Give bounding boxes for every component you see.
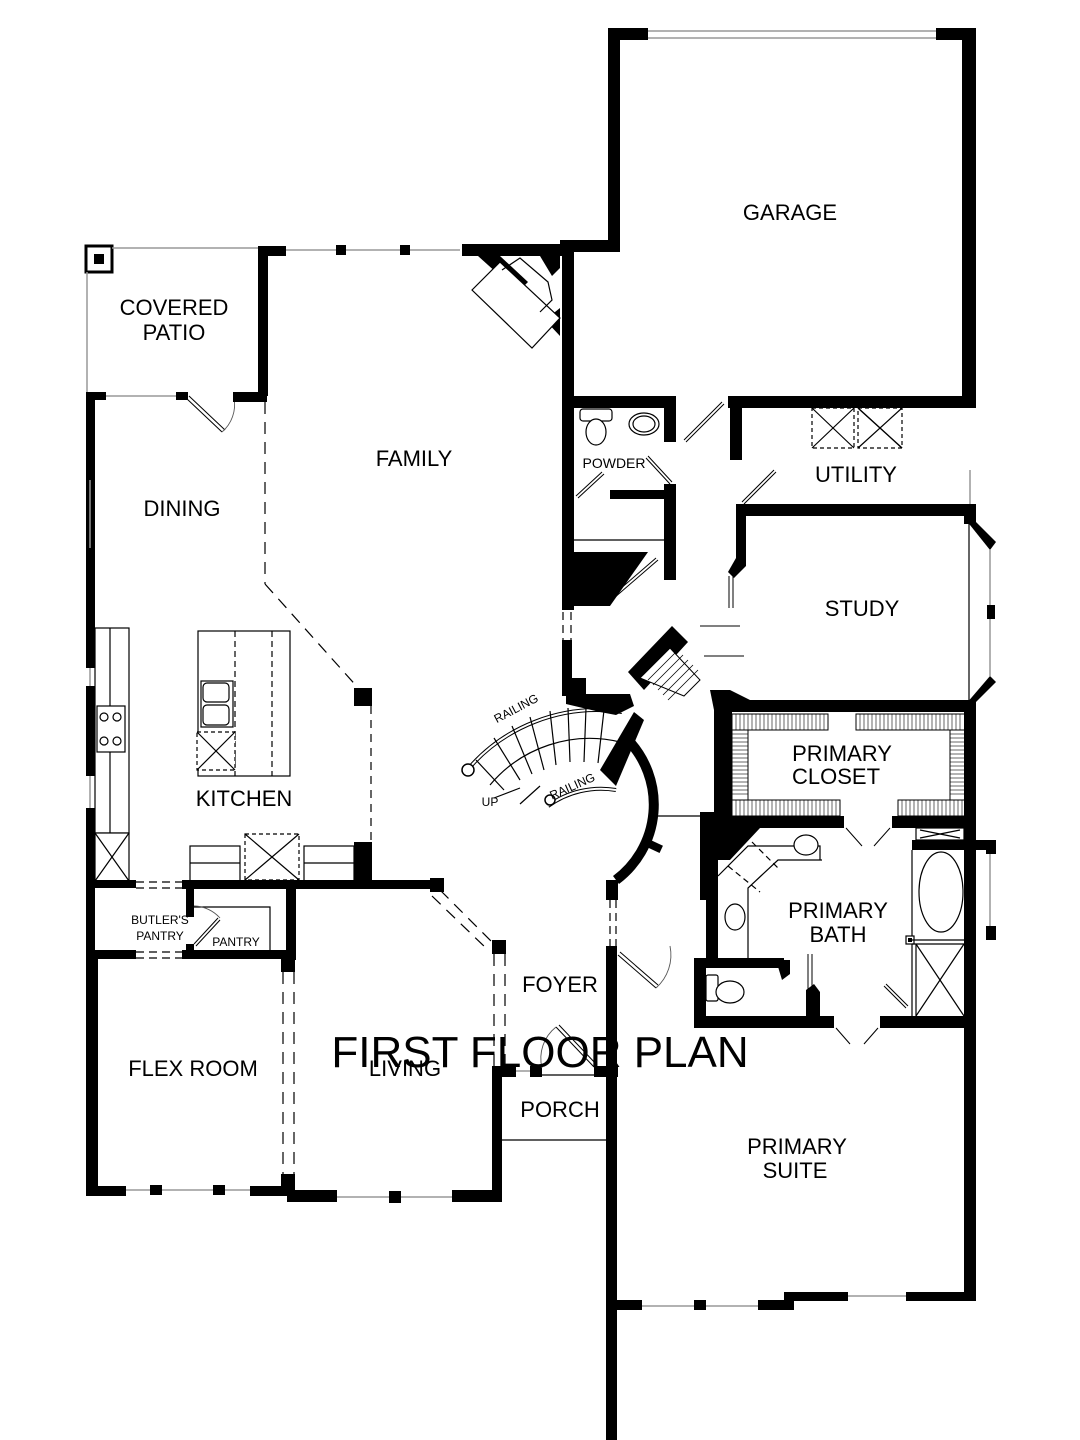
label-stair-up: UP (482, 795, 499, 809)
primary-bath (694, 827, 996, 1045)
label-study: STUDY (825, 596, 900, 621)
room-labels: GARAGE COVERED PATIO FAMILY DINING POWDE… (120, 200, 900, 1183)
label-foyer: FOYER (522, 972, 598, 997)
label-primary-closet-line2: CLOSET (792, 764, 880, 789)
label-family: FAMILY (376, 446, 453, 471)
kitchen (86, 627, 444, 889)
living (287, 878, 506, 1203)
label-primary-suite-line2: SUITE (763, 1158, 828, 1183)
pantry-area (86, 880, 296, 960)
plan-title: FIRST FLOOR PLAN (331, 1028, 749, 1077)
foyer-porch (492, 880, 672, 1440)
label-primary-suite-line1: PRIMARY (747, 1134, 847, 1159)
label-railing-inner: RAILING (548, 770, 598, 802)
dining-walls (86, 392, 361, 691)
label-kitchen: KITCHEN (196, 786, 293, 811)
curved-stair (461, 612, 663, 885)
primary-suite (606, 1028, 976, 1310)
closet-stair-hatch (639, 644, 701, 701)
label-living: LIVING (369, 1056, 441, 1081)
label-primary-closet-line1: PRIMARY (792, 741, 892, 766)
family-top-wall (286, 245, 460, 255)
label-garage: GARAGE (743, 200, 837, 225)
label-butlers-pantry-line1: BUTLER'S (131, 913, 189, 927)
garage-walls (560, 28, 976, 408)
powder-room (562, 396, 676, 610)
label-powder: POWDER (583, 455, 646, 471)
label-primary-bath-line1: PRIMARY (788, 898, 888, 923)
label-butlers-pantry-line2: PANTRY (136, 929, 184, 943)
label-covered-patio-line2: PATIO (143, 320, 206, 345)
utility-room (683, 396, 976, 524)
primary-closet (652, 700, 976, 1030)
fireplace (462, 244, 572, 349)
label-primary-bath-line2: BATH (809, 922, 866, 947)
study (628, 504, 996, 740)
flex-room (86, 958, 295, 1196)
covered-patio (84, 244, 286, 396)
label-dining: DINING (144, 496, 221, 521)
label-covered-patio-line1: COVERED (120, 295, 229, 320)
label-utility: UTILITY (815, 462, 897, 487)
label-porch: PORCH (520, 1097, 599, 1122)
label-flex-room: FLEX ROOM (128, 1056, 258, 1081)
label-pantry: PANTRY (212, 935, 260, 949)
